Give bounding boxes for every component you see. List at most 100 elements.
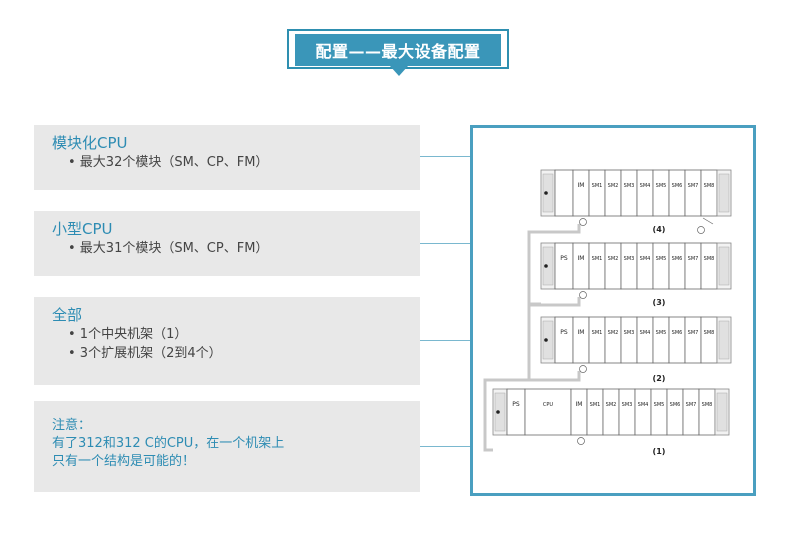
im-connector-icon xyxy=(579,365,587,373)
rack-module xyxy=(700,316,718,364)
module-label: SM5 xyxy=(654,402,665,408)
note-line: 只有一个结构是可能的！ xyxy=(52,454,196,469)
rack-module xyxy=(570,388,588,436)
module-label: SM2 xyxy=(606,402,617,408)
card-modular-cpu: 模块化CPU • 最大32个模块（SM、CP、FM） xyxy=(34,125,420,190)
rack-module xyxy=(572,242,590,290)
module-label: SM6 xyxy=(672,256,683,262)
rack-terminal-dot xyxy=(544,264,548,268)
module-label: IM xyxy=(578,182,585,189)
rack-module xyxy=(588,242,606,290)
card-note: 注意： 有了312和312 C的CPU，在一个机架上 只有一个结构是可能的！ xyxy=(34,401,420,492)
terminator-line xyxy=(702,217,714,225)
note-line: 注意： xyxy=(52,418,92,433)
connector-line xyxy=(420,156,470,157)
rack-module xyxy=(668,169,686,217)
module-label: SM1 xyxy=(592,256,603,262)
module-label: SM6 xyxy=(670,402,681,408)
module-label: IM xyxy=(578,329,585,336)
card-bullet: • 3个扩展机架（2到4个） xyxy=(68,346,222,361)
rack-module xyxy=(618,388,636,436)
rack-terminal-inner xyxy=(542,246,554,286)
rack-module xyxy=(652,316,670,364)
card-all: 全部 • 1个中央机架（1） • 3个扩展机架（2到4个） xyxy=(34,297,420,385)
module-label: SM6 xyxy=(672,330,683,336)
module-label: SM8 xyxy=(702,402,713,408)
module-label: SM1 xyxy=(592,183,603,189)
module-label: SM1 xyxy=(590,402,601,408)
rack-module xyxy=(572,169,590,217)
rack-module xyxy=(620,169,638,217)
card-bullet: • 1个中央机架（1） xyxy=(68,327,188,342)
title-arrow-icon xyxy=(390,66,408,76)
im-connector-icon xyxy=(579,291,587,299)
rack-module xyxy=(652,242,670,290)
page-title: 配置——最大设备配置 xyxy=(295,34,501,66)
rack-label: (2) xyxy=(653,374,666,383)
rack-module xyxy=(524,388,572,436)
rack-module xyxy=(700,242,718,290)
rack-terminal-inner xyxy=(718,320,730,360)
rack-module xyxy=(684,169,702,217)
module-label: SM3 xyxy=(622,402,633,408)
card-compact-cpu: 小型CPU • 最大31个模块（SM、CP、FM） xyxy=(34,211,420,276)
module-label: SM6 xyxy=(672,183,683,189)
module-label: SM8 xyxy=(704,330,715,336)
module-label: SM3 xyxy=(624,330,635,336)
rack-module xyxy=(604,169,622,217)
module-label: SM3 xyxy=(624,183,635,189)
module-label: SM4 xyxy=(640,330,651,336)
rack-label: (1) xyxy=(653,447,666,456)
rack-module xyxy=(572,316,590,364)
interface-cable xyxy=(483,371,581,452)
rack-module xyxy=(634,388,652,436)
module-label: SM8 xyxy=(704,183,715,189)
card-bullet: • 最大32个模块（SM、CP、FM） xyxy=(68,155,269,170)
rack-module xyxy=(684,242,702,290)
rack-module xyxy=(682,388,700,436)
module-label: SM3 xyxy=(624,256,635,262)
rack-module xyxy=(586,388,604,436)
rack-terminal-inner xyxy=(718,246,730,286)
card-title: 模块化CPU xyxy=(52,134,128,152)
rack-module xyxy=(554,242,574,290)
rack-module xyxy=(620,316,638,364)
rack-module xyxy=(636,242,654,290)
module-label: SM7 xyxy=(688,183,699,189)
rack-label: (3) xyxy=(653,298,666,307)
card-title: 小型CPU xyxy=(52,220,113,238)
terminator-icon xyxy=(697,226,705,234)
connector-line xyxy=(420,243,470,244)
rack-module xyxy=(588,316,606,364)
module-label: SM4 xyxy=(640,183,651,189)
module-label: SM4 xyxy=(638,402,649,408)
rack-module xyxy=(668,242,686,290)
module-label: SM2 xyxy=(608,183,619,189)
rack-label: (4) xyxy=(653,225,666,234)
rack-module xyxy=(636,316,654,364)
rack-module xyxy=(700,169,718,217)
rack-module xyxy=(684,316,702,364)
rack-module xyxy=(554,169,574,217)
module-label: SM5 xyxy=(656,256,667,262)
connector-line xyxy=(420,446,470,447)
module-label: SM5 xyxy=(656,183,667,189)
module-label: SM7 xyxy=(688,256,699,262)
rack-terminal-dot xyxy=(544,338,548,342)
rack-module xyxy=(666,388,684,436)
rack-module xyxy=(604,316,622,364)
rack-module xyxy=(588,169,606,217)
rack-module xyxy=(668,316,686,364)
card-title: 全部 xyxy=(52,306,83,324)
module-label: SM2 xyxy=(608,256,619,262)
module-label: SM5 xyxy=(656,330,667,336)
note-line: 有了312和312 C的CPU，在一个机架上 xyxy=(52,436,285,451)
rack-module xyxy=(698,388,716,436)
rack-module xyxy=(636,169,654,217)
rack-module xyxy=(652,169,670,217)
rack-module xyxy=(620,242,638,290)
im-connector-icon xyxy=(577,437,585,445)
module-label: SM7 xyxy=(688,330,699,336)
module-label: SM4 xyxy=(640,256,651,262)
